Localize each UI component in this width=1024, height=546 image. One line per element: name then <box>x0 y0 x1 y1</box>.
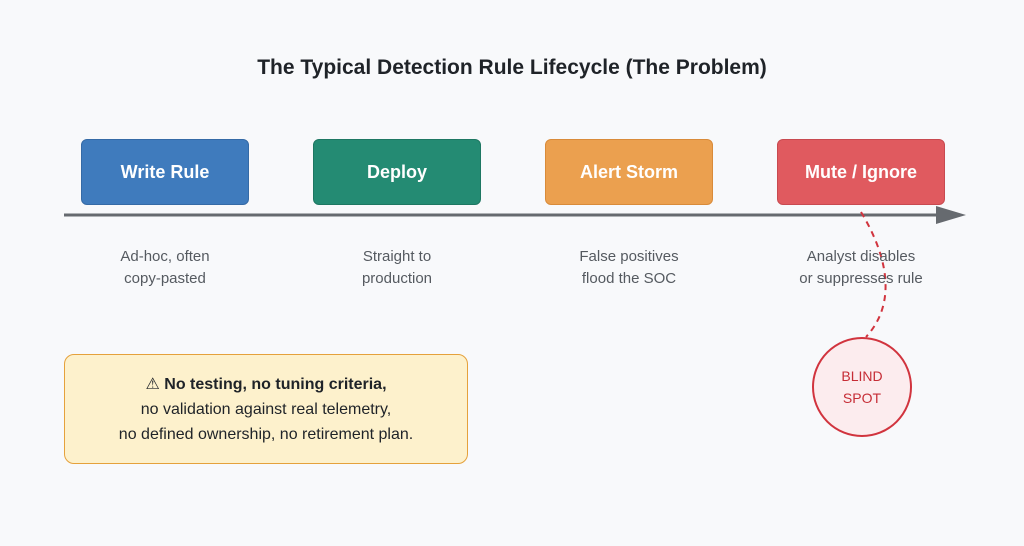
warning-line-2: no defined ownership, no retirement plan… <box>118 425 414 443</box>
stage-mute-ignore: Mute / Ignore <box>777 139 945 205</box>
stage-alert-storm-description: False positives flood the SOC <box>579 248 679 287</box>
stage-write-rule-description: Ad-hoc, often copy-pasted <box>120 248 210 287</box>
warning-headline: No testing, no tuning criteria, <box>164 375 387 393</box>
warning-callout: ⚠ No testing, no tuning criteria, no val… <box>64 354 468 464</box>
stage-alert-storm: Alert Storm <box>545 139 713 205</box>
stage-deploy-description: Straight to production <box>361 248 433 287</box>
stage-write-rule: Write Rule <box>81 139 249 205</box>
stage-deploy: Deploy <box>313 139 481 205</box>
timeline-arrow-head <box>936 206 966 224</box>
warning-icon: ⚠ <box>145 375 160 393</box>
warning-line-1: no validation against real telemetry, <box>140 400 392 418</box>
stage-mute-ignore-description: Analyst disables or suppresses rule <box>799 248 923 287</box>
warning-headline-row: ⚠ No testing, no tuning criteria, <box>145 372 386 397</box>
diagram-title: The Typical Detection Rule Lifecycle (Th… <box>257 56 767 79</box>
blind-spot-connector <box>860 211 887 338</box>
blind-spot-badge: BLIND SPOT <box>812 337 912 437</box>
